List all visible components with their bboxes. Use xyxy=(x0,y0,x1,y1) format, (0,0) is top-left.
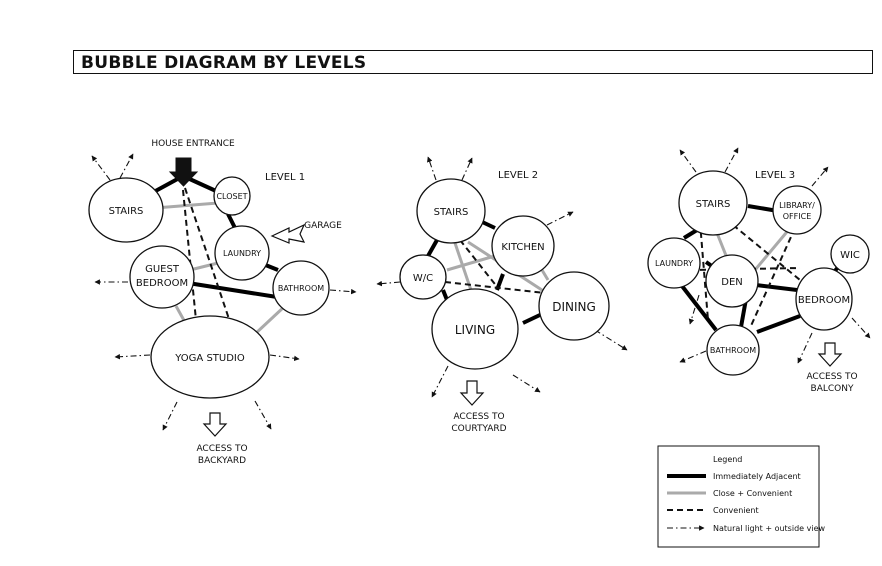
legend-label-light: Natural light + outside view xyxy=(713,524,825,533)
room-bedroom xyxy=(795,267,853,331)
backyard-access-arrow-icon xyxy=(202,412,228,437)
label-backyard-access-1: ACCESS TO xyxy=(196,444,247,454)
label-level-1: LEVEL 1 xyxy=(265,172,305,183)
room-bathroom-l1 xyxy=(272,260,330,316)
label-laundry-l1: LAUNDRY xyxy=(223,249,261,258)
label-wc: W/C xyxy=(413,273,433,284)
legend: Legend Immediately Adjacent Close + Conv… xyxy=(657,445,825,548)
legend-label-convenient: Convenient xyxy=(713,506,759,515)
level-3: STAIRS LIBRARY/ OFFICE LAUNDRY DEN WIC B… xyxy=(647,147,871,394)
label-library-office-2: OFFICE xyxy=(783,212,812,221)
level-2-light-arrows xyxy=(376,156,628,398)
legend-label-adjacent: Immediately Adjacent xyxy=(713,472,801,481)
label-closet: CLOSET xyxy=(216,192,247,201)
level-1: STAIRS CLOSET LAUNDRY GUEST BEDROOM BATH… xyxy=(88,139,357,466)
room-bathroom-l3 xyxy=(706,324,760,376)
legend-label-close: Close + Convenient xyxy=(713,489,792,498)
label-balcony-access-1: ACCESS TO xyxy=(806,372,857,382)
label-backyard-access-2: BACKYARD xyxy=(198,456,246,466)
room-wc xyxy=(399,254,447,300)
legend-box xyxy=(657,445,820,548)
room-closet xyxy=(213,176,251,216)
room-laundry-l1 xyxy=(214,225,270,281)
entrance-arrow-icon xyxy=(168,157,199,187)
label-bedroom: BEDROOM xyxy=(798,295,850,306)
label-stairs-l1: STAIRS xyxy=(109,206,144,217)
label-courtyard-access-2: COURTYARD xyxy=(451,424,506,434)
garage-arrow-icon xyxy=(270,223,306,244)
room-library-office xyxy=(772,185,822,235)
level-3-light-arrows xyxy=(679,147,871,364)
label-living: LIVING xyxy=(455,323,495,337)
label-yoga-studio: YOGA STUDIO xyxy=(174,353,245,364)
label-guest-bedroom-2: BEDROOM xyxy=(136,278,188,289)
label-dining: DINING xyxy=(552,300,596,314)
label-den: DEN xyxy=(721,277,743,288)
label-bathroom-l3: BATHROOM xyxy=(710,346,756,355)
title-box: BUBBLE DIAGRAM BY LEVELS xyxy=(73,50,873,74)
label-balcony-access-2: BALCONY xyxy=(811,384,854,394)
label-wic: WIC xyxy=(840,250,860,261)
label-level-3: LEVEL 3 xyxy=(755,170,795,181)
label-stairs-l3: STAIRS xyxy=(696,199,731,210)
room-living xyxy=(431,288,519,370)
balcony-access-arrow-icon xyxy=(817,342,843,367)
courtyard-access-arrow-icon xyxy=(459,380,485,406)
label-level-2: LEVEL 2 xyxy=(498,170,538,181)
room-wic xyxy=(830,234,870,274)
room-stairs-l2 xyxy=(416,178,486,244)
legend-title: Legend xyxy=(713,455,742,464)
room-yoga-studio xyxy=(150,315,270,399)
label-laundry-l3: LAUNDRY xyxy=(655,259,693,268)
room-den xyxy=(705,254,759,308)
room-kitchen xyxy=(491,215,555,277)
label-house-entrance: HOUSE ENTRANCE xyxy=(151,139,235,149)
label-guest-bedroom-1: GUEST xyxy=(145,264,180,275)
room-stairs-l3 xyxy=(678,170,748,236)
label-garage: GARAGE xyxy=(304,221,342,231)
label-stairs-l2: STAIRS xyxy=(434,207,469,218)
page-title: BUBBLE DIAGRAM BY LEVELS xyxy=(81,53,367,73)
level-3-connections xyxy=(680,204,841,334)
label-courtyard-access-1: ACCESS TO xyxy=(453,412,504,422)
label-library-office-1: LIBRARY/ xyxy=(779,201,815,210)
room-dining xyxy=(538,271,610,341)
room-laundry-l3 xyxy=(647,237,701,289)
room-stairs-l1 xyxy=(88,177,164,243)
room-guest-bedroom xyxy=(129,245,195,309)
label-bathroom-l1: BATHROOM xyxy=(278,284,324,293)
level-1-light-arrows xyxy=(91,153,357,431)
level-2: STAIRS KITCHEN W/C DINING LIVING LEVEL 2… xyxy=(376,156,628,434)
label-kitchen: KITCHEN xyxy=(501,242,544,253)
